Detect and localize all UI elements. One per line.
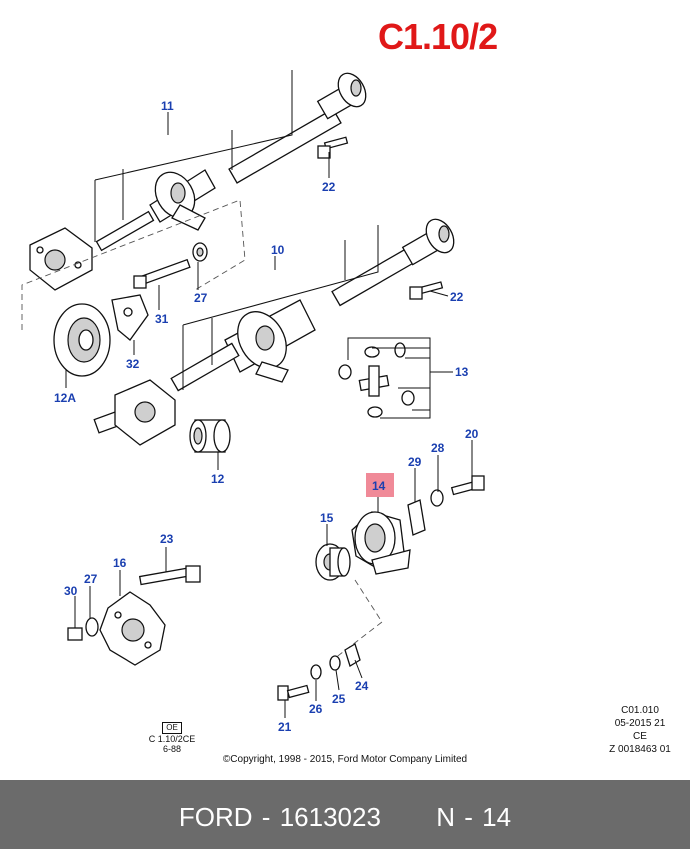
nut-30 — [67, 627, 83, 641]
washer-27-upper — [192, 242, 208, 262]
flex-coupling-16 — [99, 591, 166, 666]
callout-13: 13 — [455, 365, 469, 379]
callout-16: 16 — [113, 556, 127, 570]
footer-bar: FORD - 1613023 N - 14 — [0, 780, 690, 849]
callout-11: 11 — [161, 99, 174, 113]
washer-26 — [310, 664, 322, 680]
bolt-20 — [450, 475, 485, 496]
callout-12A: 12A — [54, 391, 76, 405]
page-code: C1.10/2 — [378, 16, 498, 57]
bolt-23 — [138, 565, 201, 586]
oe-badge: OE — [162, 722, 182, 734]
centre-bearing-14 — [351, 511, 411, 575]
callout-21: 21 — [278, 720, 292, 734]
flex-disc-12A — [53, 303, 111, 377]
callout-29: 29 — [408, 455, 422, 469]
bracket-32 — [111, 294, 149, 341]
callout-12: 12 — [211, 472, 225, 486]
washer-25 — [329, 655, 341, 671]
bushing-12 — [189, 419, 231, 453]
footer-ref: N - 14 — [436, 802, 512, 832]
callout-32: 32 — [126, 357, 140, 371]
callout-15: 15 — [320, 511, 334, 525]
callout-27-lower: 27 — [84, 572, 98, 586]
washer-27-lower — [85, 617, 99, 637]
footer-brand: FORD — [178, 802, 253, 832]
callout-23: 23 — [160, 532, 174, 546]
callout-24: 24 — [355, 679, 369, 693]
callout-26: 26 — [309, 702, 323, 716]
dashed-outline-upper — [21, 199, 246, 330]
callout-30: 30 — [64, 584, 78, 598]
callout-14: 14 — [372, 479, 386, 493]
legacy-reference: OE C 1.10/2CE 6-88 — [142, 722, 202, 754]
footer-separator: - — [261, 802, 271, 832]
bolt-31 — [133, 258, 191, 289]
callout-22-upper: 22 — [322, 180, 336, 194]
ref-line: Z 0018463 01 — [609, 744, 671, 755]
reference-block: C01.010 05-2015 21 CE Z 0018463 01 — [600, 704, 680, 756]
callout-22-lower: 22 — [450, 290, 464, 304]
bracket-29 — [407, 499, 426, 536]
callout-27-upper: 27 — [194, 291, 208, 305]
highlight-14 — [366, 473, 394, 497]
callout-28: 28 — [431, 441, 445, 455]
callout-20: 20 — [465, 427, 479, 441]
exploded-parts-diagram: 11 22 27 31 10 22 12A 32 13 12 14 29 28 … — [21, 70, 485, 734]
bolt-22-upper — [317, 136, 349, 159]
ref-line: CE — [633, 731, 647, 742]
footer-part-number: 1613023 — [279, 802, 381, 832]
bolt-21 — [277, 684, 310, 701]
callout-25: 25 — [332, 692, 346, 706]
bolt-22-lower — [409, 281, 444, 300]
propshaft-11 — [29, 72, 367, 291]
ref-line: 05-2015 21 — [614, 718, 666, 729]
callout-10: 10 — [271, 243, 285, 257]
legacy-code: C 1.10/2CE — [148, 734, 196, 744]
propshaft-10 — [93, 218, 455, 446]
copyright-notice: ©Copyright, 1998 - 2015, Ford Motor Comp… — [222, 754, 468, 765]
universal-joint-kit-13 — [338, 337, 431, 419]
ref-line: C01.010 — [621, 705, 659, 716]
bracket-24 — [344, 643, 361, 667]
bearing-15 — [315, 543, 351, 581]
callout-31: 31 — [155, 312, 169, 326]
washer-28 — [430, 489, 444, 507]
legacy-date: 6-88 — [162, 744, 181, 754]
footer-text: FORD - 1613023 N - 14 — [0, 802, 690, 833]
leader-lines — [65, 70, 473, 718]
